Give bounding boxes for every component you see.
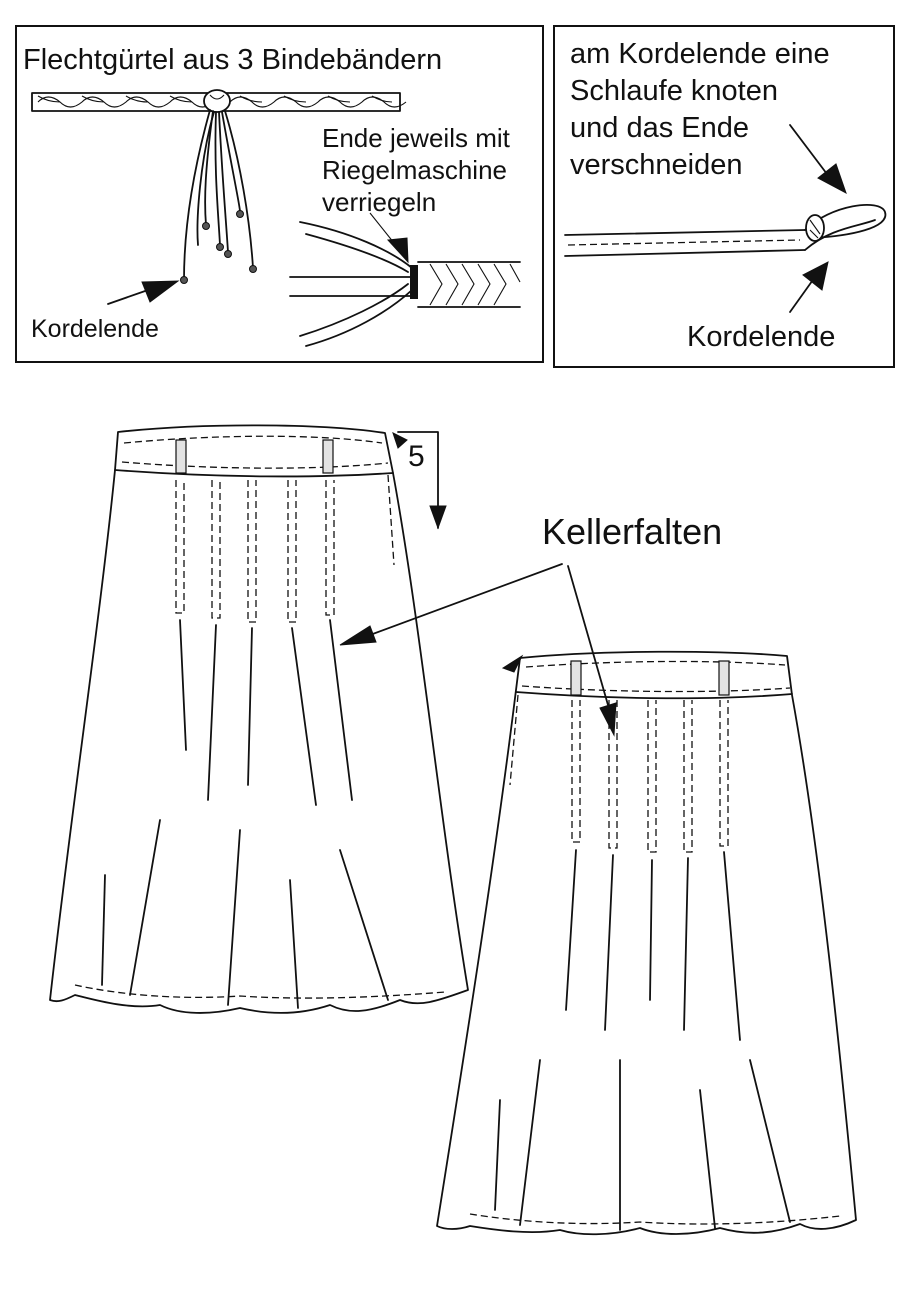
pleats-leader-arrows xyxy=(339,563,617,737)
cord-loop-panel: am Kordelende eine Schlaufe knoten und d… xyxy=(553,25,895,368)
back-skirt-illustration xyxy=(436,650,857,1236)
belt-cord-end-arrow xyxy=(107,280,180,305)
dimension-label: 5 xyxy=(408,440,425,473)
belt-cord-end-label: Kordelende xyxy=(31,315,159,343)
pleats-label: Kellerfalten xyxy=(542,511,723,552)
bartack-detail xyxy=(289,212,521,347)
loop-knot-detail xyxy=(564,124,887,313)
loop-instruction-line-4: verschneiden xyxy=(570,149,743,181)
loop-instruction-line-1: am Kordelende eine xyxy=(570,38,830,70)
belt-title: Flechtgürtel aus 3 Bindebändern xyxy=(23,44,443,76)
front-skirt-illustration xyxy=(49,424,469,1014)
bartack-note-line-2: Riegelmaschine xyxy=(322,155,507,185)
braided-belt-illustration xyxy=(31,89,407,284)
bartack-note-line-1: Ende jeweils mit xyxy=(322,123,510,153)
loop-cord-end-label: Kordelende xyxy=(687,321,836,353)
braided-belt-panel: Flechtgürtel aus 3 Bindebändern Ende jew… xyxy=(15,25,544,363)
bartack-note-line-3: verriegeln xyxy=(322,187,437,217)
loop-instruction-line-2: Schlaufe knoten xyxy=(570,75,778,107)
loop-instruction-line-3: und das Ende xyxy=(570,112,749,144)
